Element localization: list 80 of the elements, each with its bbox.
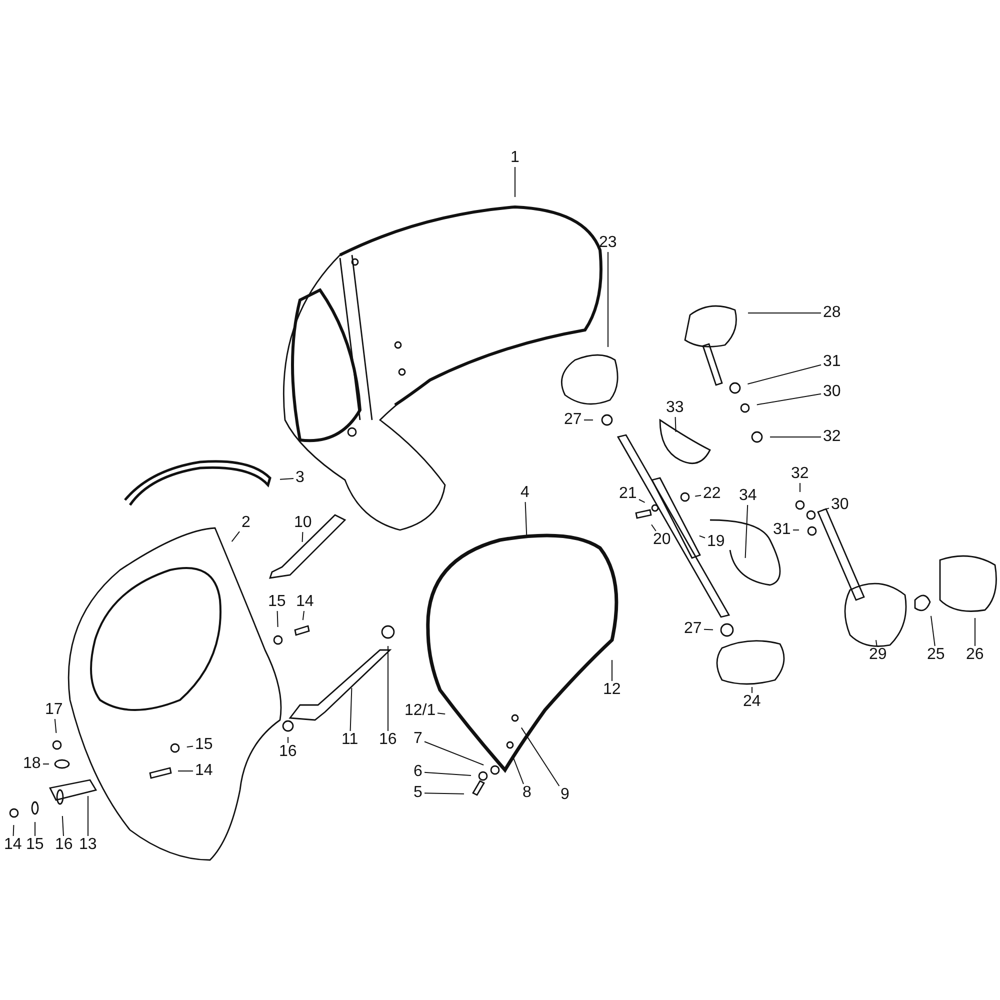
leader-line xyxy=(748,312,822,314)
callout-number: 27 xyxy=(683,621,703,637)
callout-number: 15 xyxy=(25,837,45,853)
leader-line xyxy=(514,166,516,198)
callout-number: 12 xyxy=(602,682,622,698)
callout-number: 24 xyxy=(742,694,762,710)
callout-number: 7 xyxy=(412,731,424,747)
leader-line xyxy=(512,756,524,784)
callout-number: 10 xyxy=(293,515,313,531)
callout-number: 22 xyxy=(702,486,722,502)
callout-number: 14 xyxy=(3,837,23,853)
leader-line xyxy=(638,499,646,503)
callout-number: 25 xyxy=(926,647,946,663)
callout-number: 14 xyxy=(295,594,315,610)
callout-number: 6 xyxy=(412,764,424,780)
callout-number: 28 xyxy=(822,305,842,321)
callout-number: 14 xyxy=(194,763,214,779)
leader-line xyxy=(54,718,57,734)
callout-number: 32 xyxy=(790,466,810,482)
leader-line xyxy=(424,741,484,766)
leader-line xyxy=(302,610,304,621)
leader-line xyxy=(186,746,194,748)
callout-number: 13 xyxy=(78,837,98,853)
leader-line xyxy=(744,504,748,558)
callout-number: 31 xyxy=(822,354,842,370)
leader-line xyxy=(822,508,830,510)
callout-number: 30 xyxy=(830,497,850,513)
callout-number: 1 xyxy=(510,150,520,166)
leader-line xyxy=(350,688,352,732)
leader-line xyxy=(34,822,36,836)
leader-line xyxy=(302,532,304,542)
leader-line xyxy=(698,535,706,538)
callout-number: 16 xyxy=(278,744,298,760)
callout-number: 8 xyxy=(522,785,532,801)
leader-line xyxy=(424,772,472,776)
callout-number: 4 xyxy=(520,485,530,501)
callout-number: 27 xyxy=(563,412,583,428)
leader-line xyxy=(280,478,294,480)
callout-number: 12/1 xyxy=(404,703,437,719)
leader-line xyxy=(437,712,446,714)
callout-number: 26 xyxy=(965,647,985,663)
callout-number: 2 xyxy=(240,515,252,531)
callout-number: 29 xyxy=(868,647,888,663)
leader-line xyxy=(747,364,822,384)
leader-line xyxy=(930,615,936,646)
leader-line xyxy=(756,393,822,406)
leader-line xyxy=(424,792,464,794)
leader-line xyxy=(178,770,194,772)
leader-line xyxy=(704,628,714,630)
callout-number: 3 xyxy=(294,470,306,486)
callout-number: 15 xyxy=(267,594,287,610)
leader-line xyxy=(674,416,676,432)
leader-line xyxy=(520,727,560,786)
leader-line xyxy=(231,531,240,542)
leader-line xyxy=(770,436,822,438)
callout-number: 33 xyxy=(665,400,685,416)
callout-number: 11 xyxy=(340,732,360,748)
leader-line xyxy=(651,524,656,532)
leader-line xyxy=(276,610,278,628)
leader-line xyxy=(694,494,702,497)
callout-number: 18 xyxy=(22,756,42,772)
callout-number: 5 xyxy=(412,785,424,801)
leader-line xyxy=(524,502,528,538)
callout-number: 19 xyxy=(706,534,726,550)
callout-number: 17 xyxy=(44,702,64,718)
callout-number: 21 xyxy=(618,486,638,502)
callout-number: 30 xyxy=(822,384,842,400)
callout-number: 16 xyxy=(54,837,74,853)
leader-line xyxy=(12,824,14,836)
leader-line xyxy=(876,640,878,646)
callout-number: 9 xyxy=(560,787,570,803)
callout-number: 20 xyxy=(652,532,672,548)
callout-number: 32 xyxy=(822,429,842,445)
leader-line xyxy=(62,816,64,836)
callout-number: 23 xyxy=(598,235,618,251)
callout-number: 16 xyxy=(378,732,398,748)
callout-number: 31 xyxy=(772,522,792,538)
callout-number: 15 xyxy=(194,737,214,753)
callout-number: 34 xyxy=(738,488,758,504)
leader-line xyxy=(974,618,976,646)
